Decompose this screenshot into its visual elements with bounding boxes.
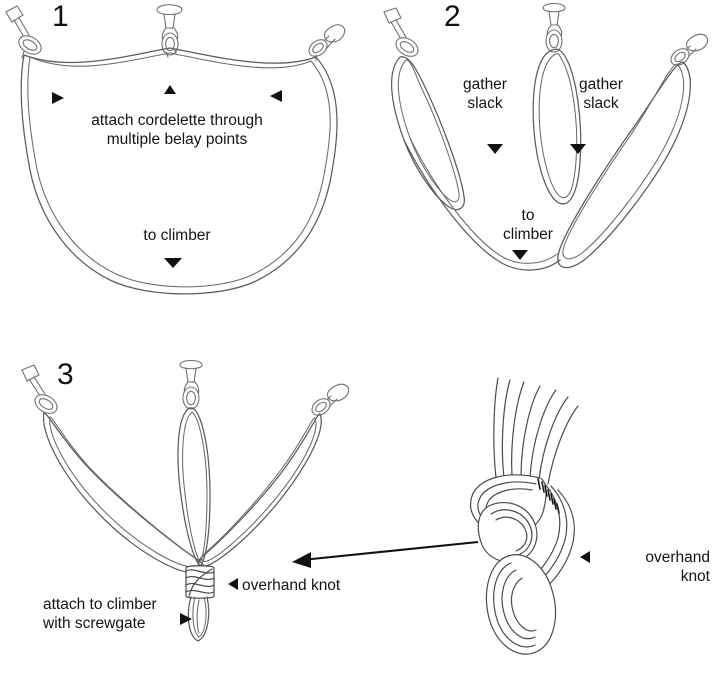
anchor-left-wire-nut [5, 5, 42, 59]
anchor-right-cam [308, 24, 346, 62]
caption-gather-slack-left: gather slack [463, 76, 507, 112]
anchor-center-bolt-3 [179, 359, 203, 410]
anchor-right-cam-2 [670, 33, 709, 66]
panel-number-3: 3 [57, 358, 74, 391]
panel-number-1: 1 [52, 0, 69, 33]
panel-2-artwork [383, 2, 709, 271]
panel-number-2: 2 [444, 0, 461, 33]
caption-to-climber-panel-2: to climber [503, 207, 553, 243]
caption-attach-to-climber-screwgate: attach to climber with screwgate [43, 596, 157, 632]
masterpoint-loop [187, 596, 210, 642]
caption-overhand-knot-panel-3: overhand knot [242, 577, 341, 594]
cordelette-loop-panel-1 [20, 47, 338, 295]
cordelette-right-leg-panel-3 [198, 413, 322, 568]
caption-gather-slack-right: gather slack [579, 76, 623, 112]
knot-detail-leader-arrow [292, 540, 479, 568]
anchor-center-bolt-2 [542, 2, 566, 53]
cordelette-center-leg-panel-3 [177, 407, 211, 567]
caption-attach-cordelette: attach cordelette through multiple belay… [91, 112, 263, 148]
knot-detail-hatch-marks [537, 478, 560, 514]
overhand-knot-detail [470, 377, 579, 655]
anchor-left-wire-nut-2 [383, 7, 419, 57]
masterpoint-overhand-knot [185, 565, 215, 599]
cordelette-right-loop-panel-2 [557, 61, 691, 269]
caption-overhand-knot-detail: overhand knot [645, 549, 710, 585]
panel-1-artwork [5, 4, 346, 295]
knot-detail-lower-loop [485, 554, 557, 655]
cordelette-left-loop-panel-2 [390, 56, 465, 211]
anchor-right-cam-3 [311, 383, 350, 416]
panel-3-artwork [21, 359, 350, 642]
knot-detail-interlock [477, 501, 538, 563]
anchor-left-wire-nut-3 [21, 364, 58, 414]
knot-detail-strand-tails [493, 377, 579, 485]
cordelette-bottom-v-panel-2 [403, 137, 561, 271]
caption-to-climber-panel-1: to climber [143, 227, 211, 244]
cordelette-center-loop-panel-2 [532, 48, 582, 205]
